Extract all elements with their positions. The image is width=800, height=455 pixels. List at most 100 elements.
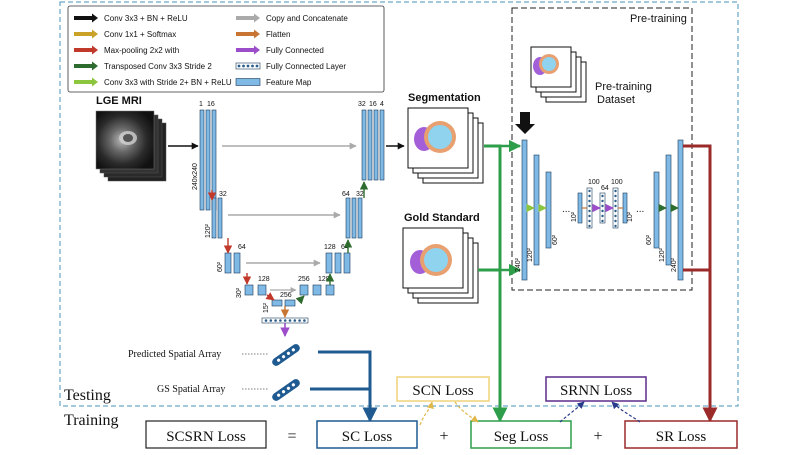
equals-sign: = <box>287 428 296 445</box>
segmentation-stack <box>407 107 484 184</box>
unet-bottleneck-fm2 <box>284 299 296 307</box>
unet-enc3-fm1 <box>224 252 232 274</box>
pretrain-fc-node <box>588 189 591 193</box>
unet-dec1-fm1 <box>361 109 367 181</box>
legend-item: Fully Connected Layer <box>235 62 346 71</box>
gold-standard-label: Gold Standard <box>404 212 480 224</box>
scsrn-loss-box <box>145 420 267 449</box>
pretrain-fc-node <box>588 199 591 203</box>
fc-node <box>298 319 301 322</box>
unet-enc3-fm2 <box>233 252 241 274</box>
unet-dec-ch-32: 32 <box>356 191 364 198</box>
legend-arrow-icon <box>236 29 260 39</box>
unet-dec4-fm3 <box>325 284 335 296</box>
pretrain-fc-node <box>601 219 604 223</box>
pretrain-dec-fm1 <box>677 139 684 281</box>
legend-item-label: Conv 1x1 + Softmax <box>104 30 176 39</box>
plus-sign-2: + <box>593 428 602 445</box>
pretrain-fc-node <box>614 189 617 193</box>
unet-ch-32: 32 <box>219 191 227 198</box>
pretrain-enc-fm2 <box>533 154 540 266</box>
pretrain-r60a: 60² <box>552 234 559 245</box>
unet-enc4-fm1 <box>244 284 254 296</box>
legend-item-label: Flatten <box>266 30 290 39</box>
unet-enc2-fm2 <box>217 197 223 239</box>
unet-dec2-fm3 <box>357 197 363 239</box>
legend-item-label: Fully Connected Layer <box>266 62 346 71</box>
pretrain-fc-node <box>614 209 617 213</box>
pretrain-r10b: 10² <box>627 211 634 222</box>
lv-cavity-shape <box>542 57 556 71</box>
lge-mri-stack <box>95 110 167 182</box>
scsrn-loss-label: SCSRN Loss <box>166 429 246 445</box>
unet-ch-128: 128 <box>258 276 270 283</box>
legend-item: Max-pooling 2x2 with <box>74 45 179 55</box>
unet-dec2-fm2 <box>351 197 357 239</box>
sr-to-srnn-dashed <box>611 401 641 423</box>
legend-item: Transposed Conv 3x3 Stride 2 <box>74 61 212 71</box>
sr-path <box>683 144 712 422</box>
legend-item: Fully Connected <box>236 45 324 55</box>
unet-dec1-fm3 <box>373 109 379 181</box>
unet-res-60: 60² <box>217 261 224 272</box>
seg-to-srnn-dashed <box>559 401 585 423</box>
pretrain-dec-fm2 <box>665 154 672 266</box>
unet-ch-16: 16 <box>207 101 215 108</box>
legend-box <box>67 5 385 93</box>
fc-node <box>269 319 273 322</box>
maxpool-arrow-4 <box>265 292 275 301</box>
pretraining-dataset-stack <box>530 46 587 103</box>
pretraining-input-arrow <box>515 112 535 134</box>
legend-item-label: Fully Connected <box>266 46 324 55</box>
pretrain-r60b: 60² <box>646 234 653 245</box>
training-label: Training <box>64 412 119 429</box>
unet-enc1-fm2 <box>205 109 211 211</box>
legend-item: Feature Map <box>235 78 312 87</box>
pretrain-fc-node <box>588 224 591 228</box>
unet-dec1-fm4 <box>379 109 385 181</box>
legend-item: Copy and Concatenate <box>236 13 348 23</box>
predicted-spatial-array <box>272 344 300 366</box>
unet-ch-1: 1 <box>199 101 203 108</box>
sr-loss-box <box>624 420 738 449</box>
unet-dec-ch-128b: 128 <box>324 244 336 251</box>
pretrain-dots-left: ... <box>562 204 570 215</box>
sc-loss-label: SC Loss <box>342 429 393 445</box>
pretrain-fc-2 <box>599 192 606 224</box>
unet-dec1-fm2 <box>367 109 373 181</box>
legend-arrow-icon <box>74 29 98 39</box>
pretrain-r120a: 120² <box>527 247 534 262</box>
testing-label: Testing <box>64 387 111 404</box>
fc-node <box>279 319 282 322</box>
legend-item-label: Transposed Conv 3x3 Stride 2 <box>104 62 212 71</box>
fc-node <box>264 319 268 322</box>
unet-dec3-fm1 <box>325 252 333 274</box>
unet-enc4-fm2 <box>257 284 267 296</box>
unet: 1 16 240x240 32 120² 64 60² 128 30² 256 … <box>168 101 405 337</box>
pretraining-title: Pre-training <box>630 13 687 25</box>
unet-dec2-fm1 <box>345 197 351 239</box>
pretrain-fc-node <box>588 204 591 208</box>
unet-res-30: 30² <box>236 287 243 298</box>
legend-item-label: Conv 3x3 with Stride 2+ BN + ReLU <box>104 78 232 87</box>
seg-loss-label: Seg Loss <box>494 429 549 445</box>
legend-item: Flatten <box>236 29 290 39</box>
legend-arrow-icon <box>74 77 98 87</box>
legend-arrow-icon <box>74 61 98 71</box>
pretrain-fc-node <box>601 209 604 213</box>
unet-out-ch-32: 32 <box>358 101 366 108</box>
legend-fc-icon <box>235 62 261 70</box>
seg-loss-box <box>470 420 572 449</box>
pretrain-fc-node <box>601 199 604 203</box>
pretrain-r240b: 240² <box>671 257 678 272</box>
unet-dec4-fm1 <box>299 284 309 296</box>
legend-item-label: Feature Map <box>266 78 312 87</box>
pretrain-r240a: 240² <box>515 257 522 272</box>
unet-dec3-fm3 <box>343 252 351 274</box>
unet-out-ch-4: 4 <box>380 101 384 108</box>
legend-arrow-icon <box>236 45 260 55</box>
legend-arrow-icon <box>74 13 98 23</box>
pretrain-c64: 64 <box>601 185 609 192</box>
